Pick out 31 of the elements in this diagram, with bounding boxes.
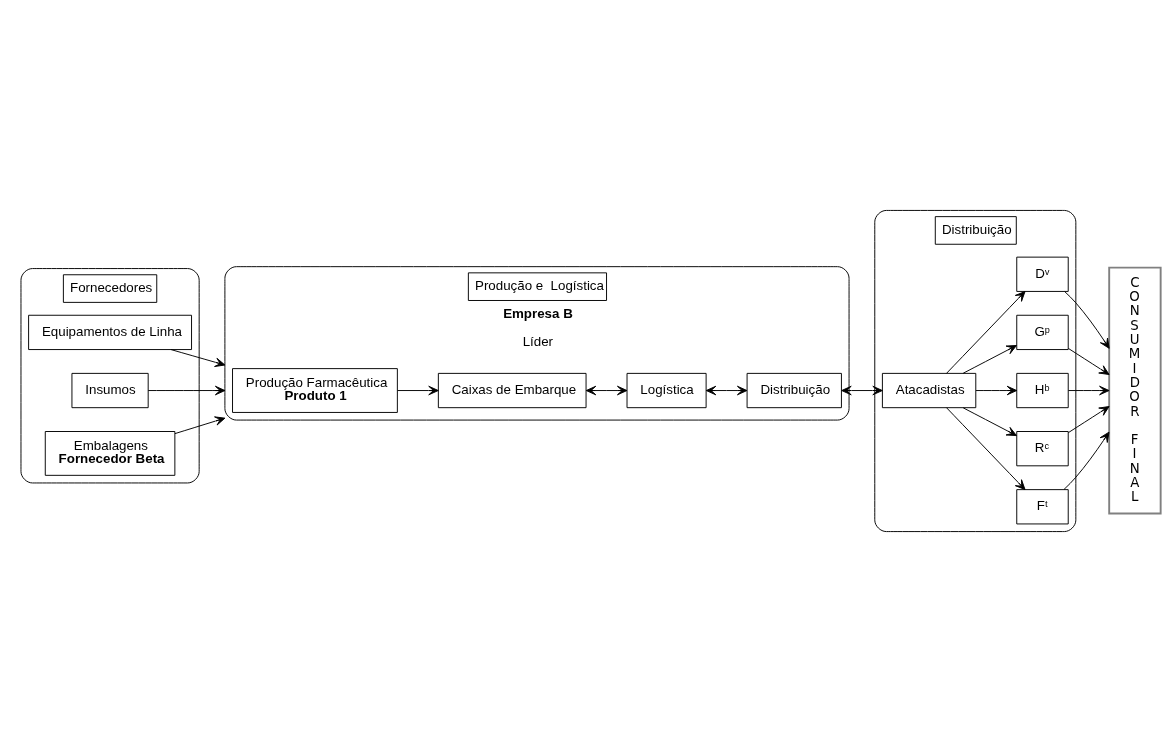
arrow [1067,385,1110,396]
node-box: Equipamentos de Linha [28,314,192,351]
node-box: CONSUMIDOR FINAL [1108,266,1162,515]
arrow [170,349,226,367]
arrow [1067,347,1110,375]
node-box: Produção Farmacêutica Produto 1 [232,368,398,413]
arrow [397,385,439,396]
node-box: Caixas de Embarque [437,372,587,409]
node-box: Dᵛ [1016,256,1069,292]
arrow [962,407,1017,437]
arrow [946,291,1026,374]
node-box: Embalagens Fornecedor Beta [44,431,176,476]
arrow [841,385,883,396]
node-box: Rᶜ [1016,431,1069,467]
arrow [705,385,748,396]
node-box: Fᵗ [1016,489,1069,525]
arrow [147,385,226,396]
arrow [1067,406,1110,434]
node-box: Gᵖ [1016,314,1069,351]
node-box: Distribuição [746,372,842,409]
node-box: Insumos [71,372,149,409]
arrow [946,407,1026,491]
arrow [585,385,628,396]
arrow [174,416,226,435]
arrow [1064,291,1110,349]
node-box: Atacadistas [881,372,977,409]
arrow [962,345,1017,374]
arrow [1063,431,1110,490]
arrow [975,385,1018,396]
node-box: Logística [626,372,707,409]
node-box: Hᵇ [1016,372,1069,409]
